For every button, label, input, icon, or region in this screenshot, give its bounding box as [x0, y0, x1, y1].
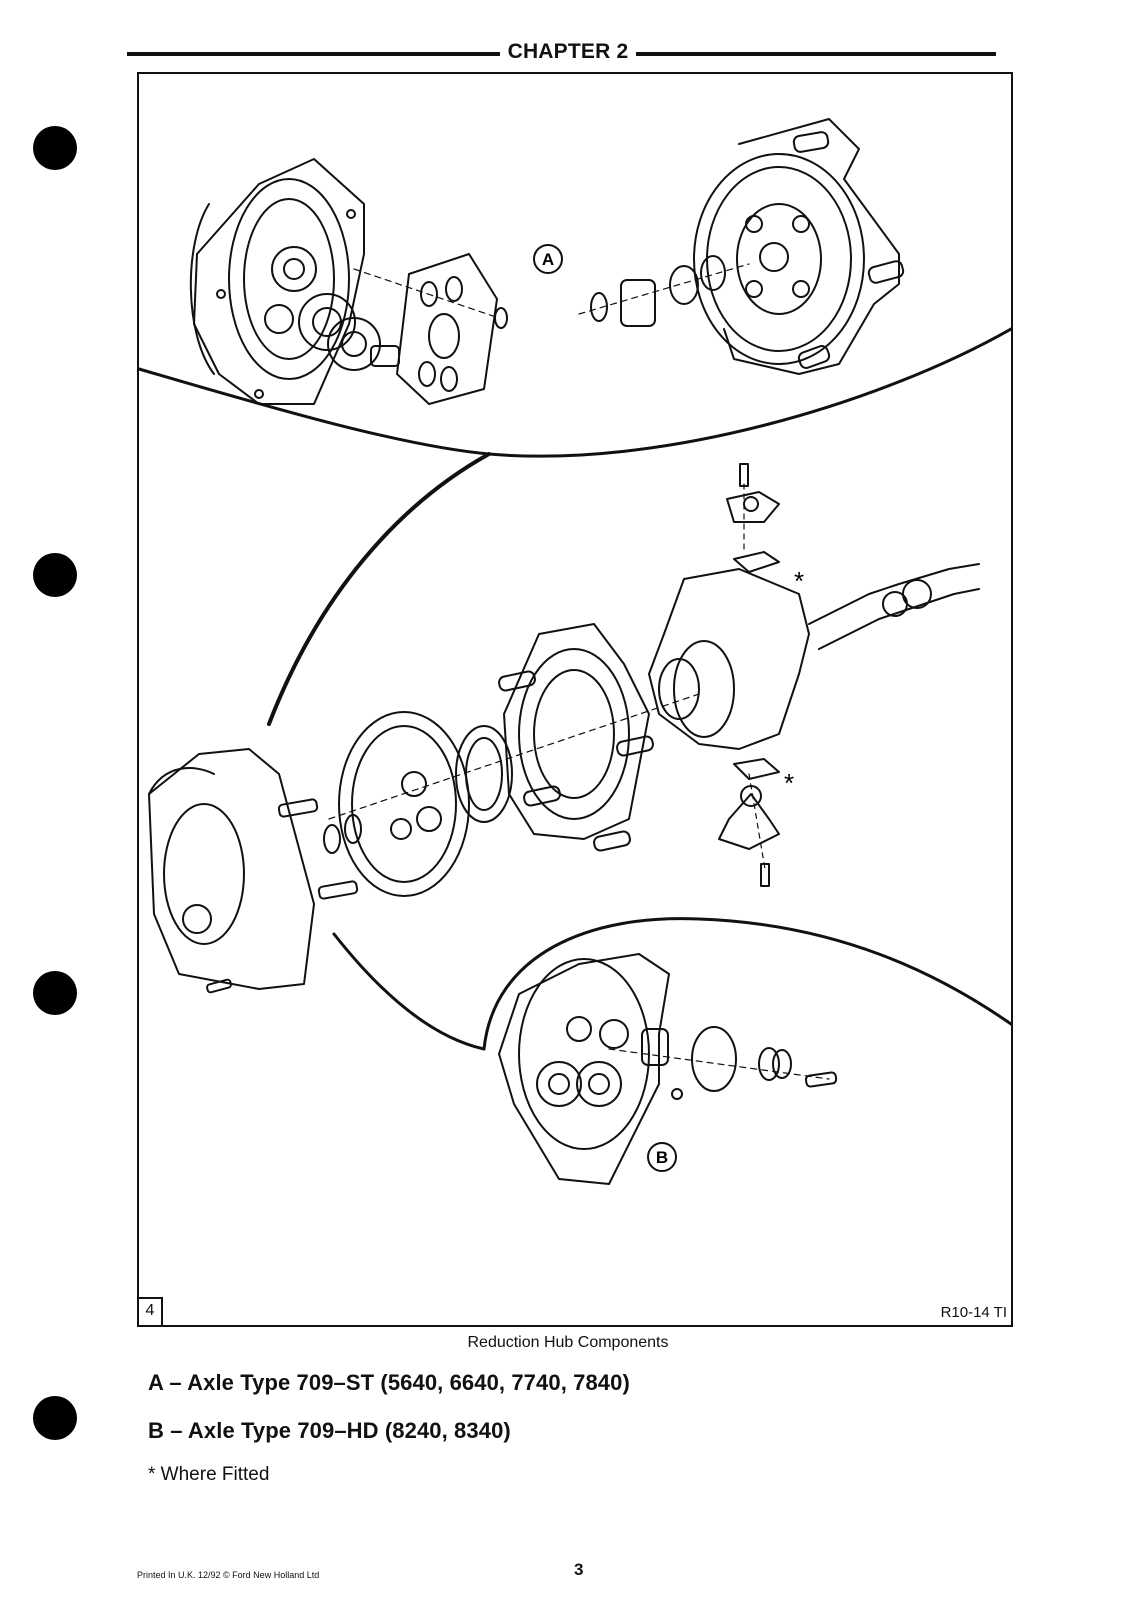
axle-type-a-line: A – Axle Type 709–ST (5640, 6640, 7740, … [148, 1370, 630, 1395]
inset-b-drawing [332, 917, 1011, 1185]
asterisk-mark: * [784, 768, 794, 798]
header-rule-left [127, 52, 567, 56]
punch-hole [33, 553, 77, 597]
inset-a-drawing [139, 118, 1011, 458]
header-rule-right [630, 52, 996, 56]
punch-hole [33, 126, 77, 170]
punch-hole [33, 971, 77, 1015]
page-number: 3 [574, 1560, 584, 1579]
axle-type-b-line: B – Axle Type 709–HD (8240, 8340) [148, 1418, 511, 1443]
figure-reference: R10-14 TI [940, 1304, 1007, 1321]
figure-caption: Reduction Hub Components [467, 1334, 669, 1351]
callout-b-circle [647, 1142, 677, 1172]
callout-a-label: A [542, 250, 554, 269]
main-assembly-drawing [148, 452, 980, 994]
print-imprint: Printed In U.K. 12/92 © Ford New Holland… [137, 1570, 320, 1580]
callout-a-circle [533, 244, 563, 274]
callout-b-label: B [656, 1148, 668, 1167]
where-fitted-note: * Where Fitted [148, 1464, 270, 1485]
punch-hole [33, 1396, 77, 1440]
asterisk-mark: * [794, 566, 804, 596]
chapter-heading: CHAPTER 2 [0, 40, 1136, 64]
figure-number: 4 [137, 1297, 163, 1327]
exploded-hub-illustration: A B * * [139, 118, 1011, 1185]
figure-frame: A B * * 4 R10-14 TI [137, 72, 1013, 1327]
